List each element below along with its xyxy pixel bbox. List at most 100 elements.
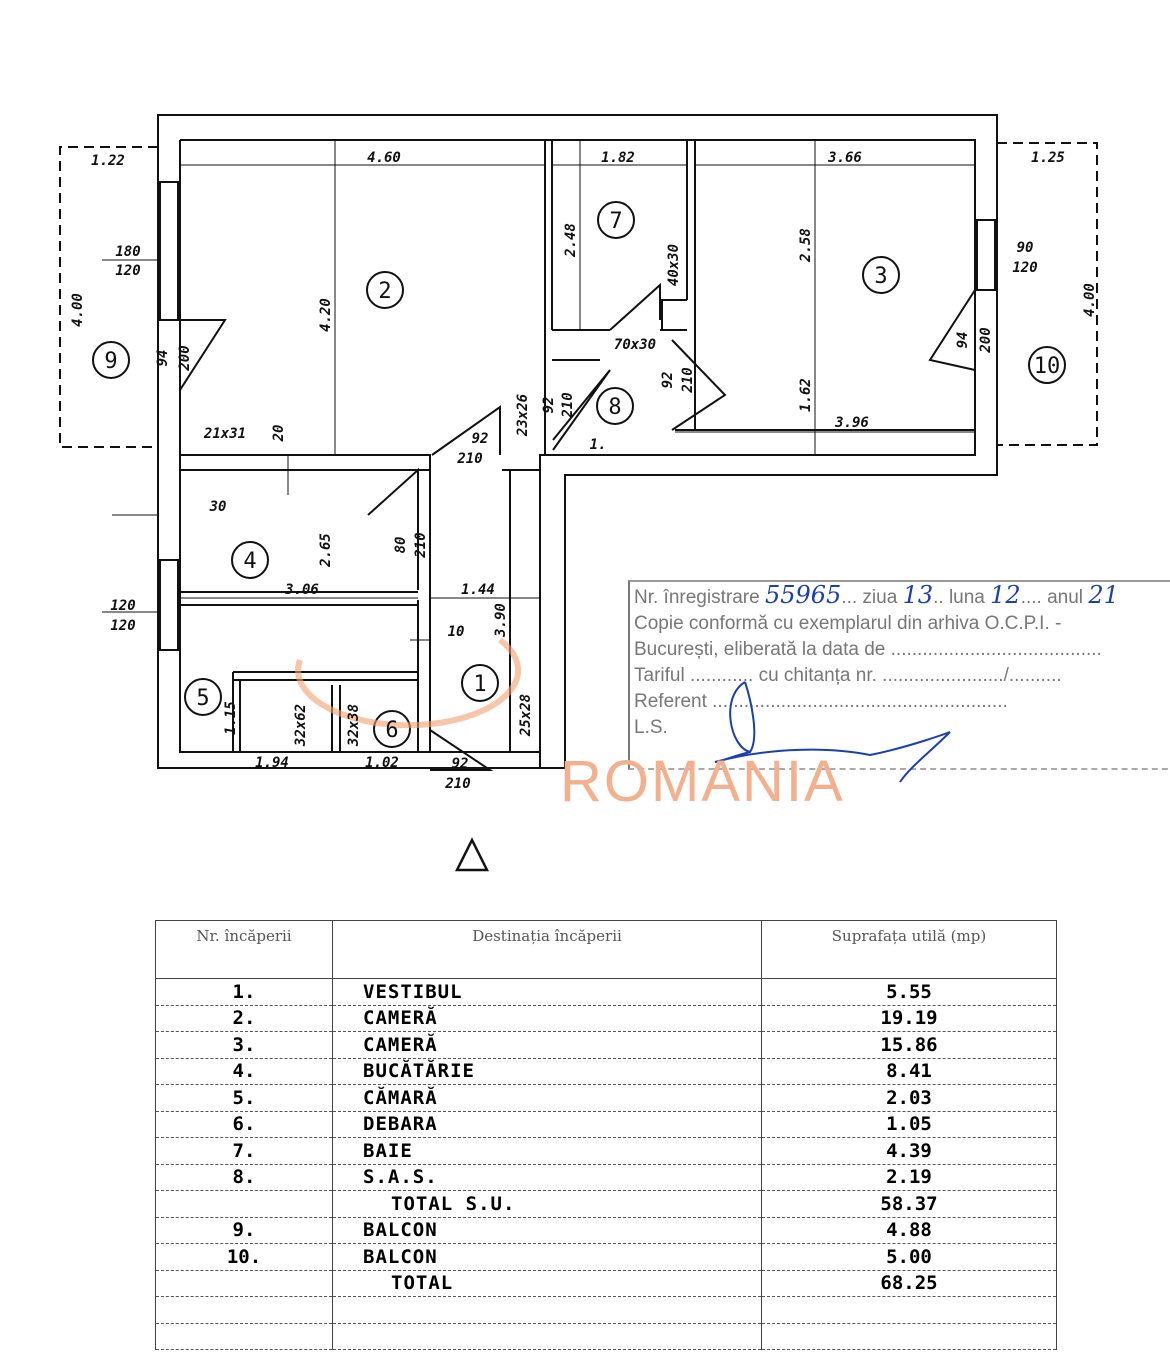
dimension: 92: [452, 756, 469, 772]
dimension: 120: [110, 598, 135, 614]
room-purpose: BALCON: [332, 1243, 762, 1271]
room-7-circle: [597, 201, 635, 239]
room-area: 5.00: [761, 1243, 1057, 1271]
dimension: 92: [660, 372, 676, 389]
room-area: 5.55: [761, 978, 1057, 1006]
dimension: 2.48: [563, 223, 579, 258]
room-purpose: DEBARA: [332, 1111, 762, 1138]
room-area: 4.88: [761, 1217, 1057, 1244]
dimension: 3.96: [834, 415, 869, 431]
watermark-arc: [295, 637, 522, 729]
door-swing: [158, 282, 976, 771]
dimension: 80: [393, 537, 409, 554]
dimension: 32x62: [293, 704, 309, 747]
room-6-circle: [373, 710, 411, 748]
room-purpose: S.A.S.: [332, 1164, 762, 1191]
room-number: [155, 1296, 333, 1324]
dimension: 120: [110, 618, 135, 634]
stamp-line-registration: Nr. înregistrare 55965... ziua 13.. luna…: [634, 581, 1119, 609]
registration-label: Nr. înregistrare: [634, 587, 760, 608]
stamp-line-issued: București, eliberată la data de ........…: [634, 639, 1102, 660]
room-number: 5.: [155, 1084, 333, 1112]
room-area: 1.05: [761, 1111, 1057, 1138]
dimension: 1.44: [461, 582, 495, 598]
dimension: 1.82: [601, 150, 635, 166]
dimension: 1.62: [798, 378, 814, 412]
year-value: 21: [1088, 581, 1119, 609]
dimension: 92: [541, 397, 557, 414]
room-area: 8.41: [761, 1058, 1057, 1085]
room-area: 19.19: [761, 1005, 1057, 1032]
ocpi-stamp: Nr. înregistrare 55965... ziua 13.. luna…: [628, 580, 1170, 783]
header-room-number: Nr. încăperii: [155, 920, 333, 979]
room-number: 9.: [155, 1217, 333, 1244]
room-number: 7.: [155, 1137, 333, 1165]
room-number: 2.: [155, 1005, 333, 1032]
room-purpose: CAMERĂ: [332, 1031, 762, 1059]
dimension: 4.20: [318, 298, 334, 332]
day-value: 13: [902, 581, 934, 609]
dimension: 70x30: [614, 337, 656, 353]
table-row: [155, 1323, 1057, 1350]
dimension: 210: [560, 392, 576, 418]
registration-number: 55965: [764, 581, 842, 609]
stamp-line-fee: Tariful ............ cu chitanța nr. ...…: [634, 665, 1062, 686]
room-9-circle: [92, 341, 130, 379]
header-usable-area: Suprafața utilă (mp): [761, 920, 1057, 979]
room-number: 4.: [155, 1058, 333, 1085]
room-number: 6.: [155, 1111, 333, 1138]
day-label: ziua: [862, 587, 898, 608]
dimension: 210: [413, 532, 429, 558]
dimension: 25x28: [518, 694, 534, 737]
room-10-circle: [1028, 346, 1066, 384]
room-number: 10.: [155, 1243, 333, 1271]
dimension: 1.94: [255, 755, 289, 771]
dimension: 94: [955, 332, 971, 349]
dimension: 120: [1012, 260, 1037, 276]
dimension: 32x38: [346, 704, 362, 747]
dimension: 4.00: [70, 293, 86, 327]
room-area: 15.86: [761, 1031, 1057, 1059]
table-row: 8.S.A.S.2.19: [155, 1164, 1057, 1191]
table-row: TOTAL S.U.58.37: [155, 1190, 1057, 1218]
dimension: 30: [209, 499, 227, 515]
room-label: 3: [874, 264, 887, 289]
room-purpose: [332, 1296, 762, 1324]
month-value: 12: [990, 581, 1021, 609]
room-1-circle: [461, 664, 499, 702]
room-purpose: CAMERĂ: [332, 1005, 762, 1032]
dimension: 3.66: [827, 150, 862, 166]
room-number: 1.: [155, 978, 333, 1006]
room-label: 5: [196, 686, 209, 711]
room-label: 7: [609, 209, 622, 234]
dimension: 180: [115, 244, 140, 260]
dimension: 20: [271, 425, 287, 443]
stamp-line-ls: L.S.: [634, 717, 668, 738]
stamp-line-referent: Referent ...............................…: [634, 691, 1008, 712]
room-label: 4: [243, 549, 256, 574]
dimension: 21x31: [203, 426, 246, 442]
room-5-circle: [184, 678, 222, 716]
room-3-circle: [862, 256, 900, 294]
header-room-purpose: Destinația încăperii: [332, 920, 762, 979]
room-purpose: TOTAL: [332, 1270, 762, 1297]
room-area: [761, 1296, 1057, 1324]
dimension: 200: [177, 345, 193, 371]
room-2-circle: [366, 271, 404, 309]
dimension: 120: [115, 263, 140, 279]
room-number: [155, 1323, 333, 1350]
inner-wall-line: [179, 139, 976, 768]
room-area: 2.19: [761, 1164, 1057, 1191]
dimension: 2.65: [318, 533, 334, 568]
dimension: 3.90: [493, 603, 509, 638]
room-area: 68.25: [761, 1270, 1057, 1297]
room-number: [155, 1190, 333, 1218]
room-purpose: TOTAL S.U.: [332, 1190, 762, 1218]
dimension: 4.00: [1082, 283, 1098, 317]
room-purpose: CĂMARĂ: [332, 1084, 762, 1112]
